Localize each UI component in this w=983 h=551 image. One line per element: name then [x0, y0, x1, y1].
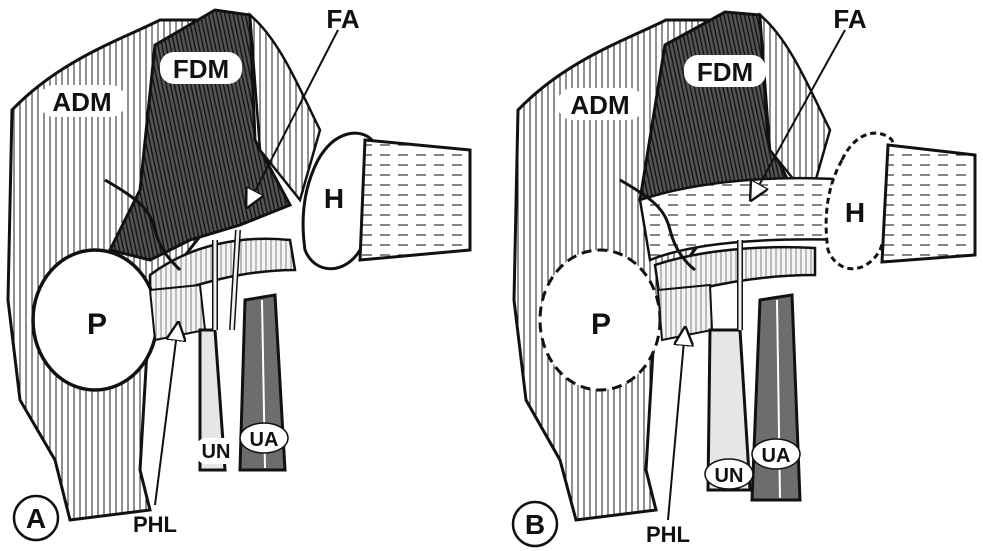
shaft-right	[360, 140, 470, 260]
panel-a-letter: A	[26, 503, 46, 534]
shaft-right	[882, 145, 975, 262]
ua-label: UA	[250, 429, 279, 451]
phl-label: PHL	[646, 522, 690, 547]
phl-arrow	[155, 325, 178, 505]
adm-label: ADM	[52, 87, 111, 117]
fdm-label: FDM	[697, 57, 753, 87]
panel-b-letter: B	[525, 509, 545, 540]
panel-b: ADM FDM FA H P PHL UN UA B	[513, 4, 975, 547]
un-label: UN	[202, 441, 231, 463]
un-label: UN	[715, 465, 744, 487]
pisiform-label: P	[87, 308, 107, 341]
phl-arrow	[668, 330, 685, 520]
hamate-label: H	[845, 197, 865, 228]
fa-label: FA	[326, 4, 359, 34]
phl-label: PHL	[133, 512, 177, 537]
fa-label: FA	[833, 4, 866, 34]
pisiform-label: P	[591, 308, 611, 341]
ua-label: UA	[762, 445, 791, 467]
hamate-label: H	[324, 183, 344, 214]
adm-label: ADM	[570, 90, 629, 120]
fdm-label: FDM	[173, 54, 229, 84]
panel-a: ADM FDM FA H P PHL UN UA A	[8, 4, 470, 540]
